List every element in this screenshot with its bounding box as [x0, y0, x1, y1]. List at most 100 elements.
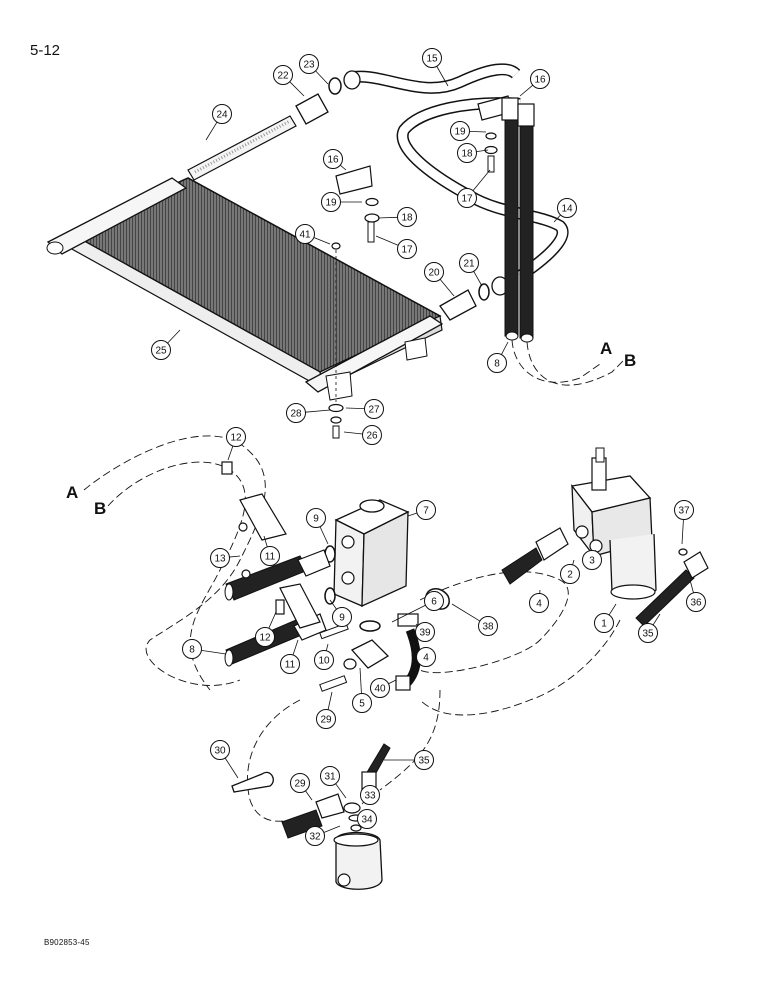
leader-line	[501, 341, 509, 355]
leader-line	[407, 512, 418, 517]
callout-circle	[321, 192, 341, 212]
callout-circle	[360, 785, 380, 805]
callout-number: 34	[361, 815, 373, 826]
callout-12: 12	[255, 611, 277, 647]
callout-8: 8	[182, 639, 227, 659]
callout-circle	[286, 403, 306, 423]
leader-line	[469, 130, 487, 133]
callout-17: 17	[375, 235, 417, 259]
callout-28: 28	[286, 403, 331, 423]
leader-line	[167, 329, 181, 344]
callout-4: 4	[416, 647, 436, 667]
callout-circle	[529, 593, 549, 613]
dashed-routes	[83, 339, 625, 822]
callout-number: 35	[642, 629, 654, 640]
callout-circle	[416, 500, 436, 520]
leader-line	[681, 519, 684, 545]
callout-circle	[594, 613, 614, 633]
callout-2: 2	[560, 559, 580, 584]
callout-19: 19	[450, 121, 487, 141]
leader-line	[689, 579, 694, 593]
page-number: 5-12	[30, 42, 61, 59]
callout-circle	[320, 766, 340, 786]
leader-line	[439, 279, 455, 297]
callout-number: 41	[299, 230, 311, 241]
connector-a-top: A	[600, 339, 612, 358]
callout-number: 4	[536, 599, 542, 610]
leader-line	[359, 667, 362, 694]
callout-number: 35	[418, 756, 430, 767]
callout-circle	[397, 239, 417, 259]
leader-line	[553, 214, 561, 223]
callout-circle	[182, 639, 202, 659]
valve-block	[319, 499, 410, 670]
leader-line	[451, 603, 481, 622]
callout-number: 7	[423, 506, 429, 517]
callout-number: 25	[155, 346, 167, 357]
callout-number: 5	[359, 699, 365, 710]
callout-circle	[362, 425, 382, 445]
callout-18: 18	[457, 143, 489, 163]
leader-line	[335, 783, 347, 799]
callout-circle	[530, 69, 550, 89]
leader-line	[325, 643, 329, 651]
leader-line	[473, 271, 483, 287]
leader-line	[345, 407, 365, 410]
callout-number: 8	[494, 359, 500, 370]
callout-number: 40	[374, 684, 386, 695]
callout-number: 1	[601, 619, 607, 630]
callout-number: 3	[589, 556, 595, 567]
callout-circle	[416, 647, 436, 667]
leader-line	[377, 216, 398, 219]
callout-number: 39	[419, 628, 431, 639]
callout-number: 13	[214, 554, 226, 565]
callout-circle	[306, 508, 326, 528]
callout-circle	[582, 550, 602, 570]
callout-22: 22	[273, 65, 305, 97]
callout-9: 9	[329, 599, 352, 627]
leader-line	[292, 639, 299, 656]
callout-circle	[457, 188, 477, 208]
leader-line	[263, 535, 268, 548]
callout-41: 41	[295, 224, 331, 245]
callout-circle	[686, 592, 706, 612]
callout-12: 12	[226, 427, 246, 461]
callout-15: 15	[422, 48, 449, 87]
callout-circle	[151, 340, 171, 360]
leader-line	[652, 613, 661, 626]
callout-circle	[352, 693, 372, 713]
callout-circle	[210, 740, 230, 760]
callout-number: 6	[431, 597, 437, 608]
leader-line	[436, 66, 449, 87]
callout-number: 11	[285, 660, 296, 671]
callout-6: 6	[391, 591, 444, 623]
callout-circle	[414, 750, 434, 770]
callout-number: 19	[325, 198, 337, 209]
lower-hoses	[221, 461, 331, 667]
callout-circle	[314, 650, 334, 670]
callout-19: 19	[321, 192, 362, 212]
callout-circle	[255, 627, 275, 647]
leader-line	[305, 790, 313, 801]
leader-line	[313, 237, 331, 245]
callout-35: 35	[638, 613, 661, 643]
callout-circle	[364, 399, 384, 419]
callout-number: 26	[366, 431, 378, 442]
callout-number: 12	[259, 633, 271, 644]
leader-line	[315, 70, 329, 85]
callout-circle	[226, 427, 246, 447]
callout-number: 17	[461, 194, 473, 205]
leader-line	[224, 757, 239, 779]
callout-circle	[212, 104, 232, 124]
leader-line	[329, 599, 337, 610]
oil-cooler	[46, 177, 444, 401]
callout-32: 32	[305, 825, 341, 846]
callout-number: 36	[690, 598, 702, 609]
callout-number: 12	[230, 433, 242, 444]
callout-33: 33	[360, 785, 380, 805]
callout-number: 19	[454, 127, 466, 138]
callout-29: 29	[290, 773, 313, 801]
leader-line	[289, 81, 305, 97]
callout-24: 24	[205, 104, 232, 141]
